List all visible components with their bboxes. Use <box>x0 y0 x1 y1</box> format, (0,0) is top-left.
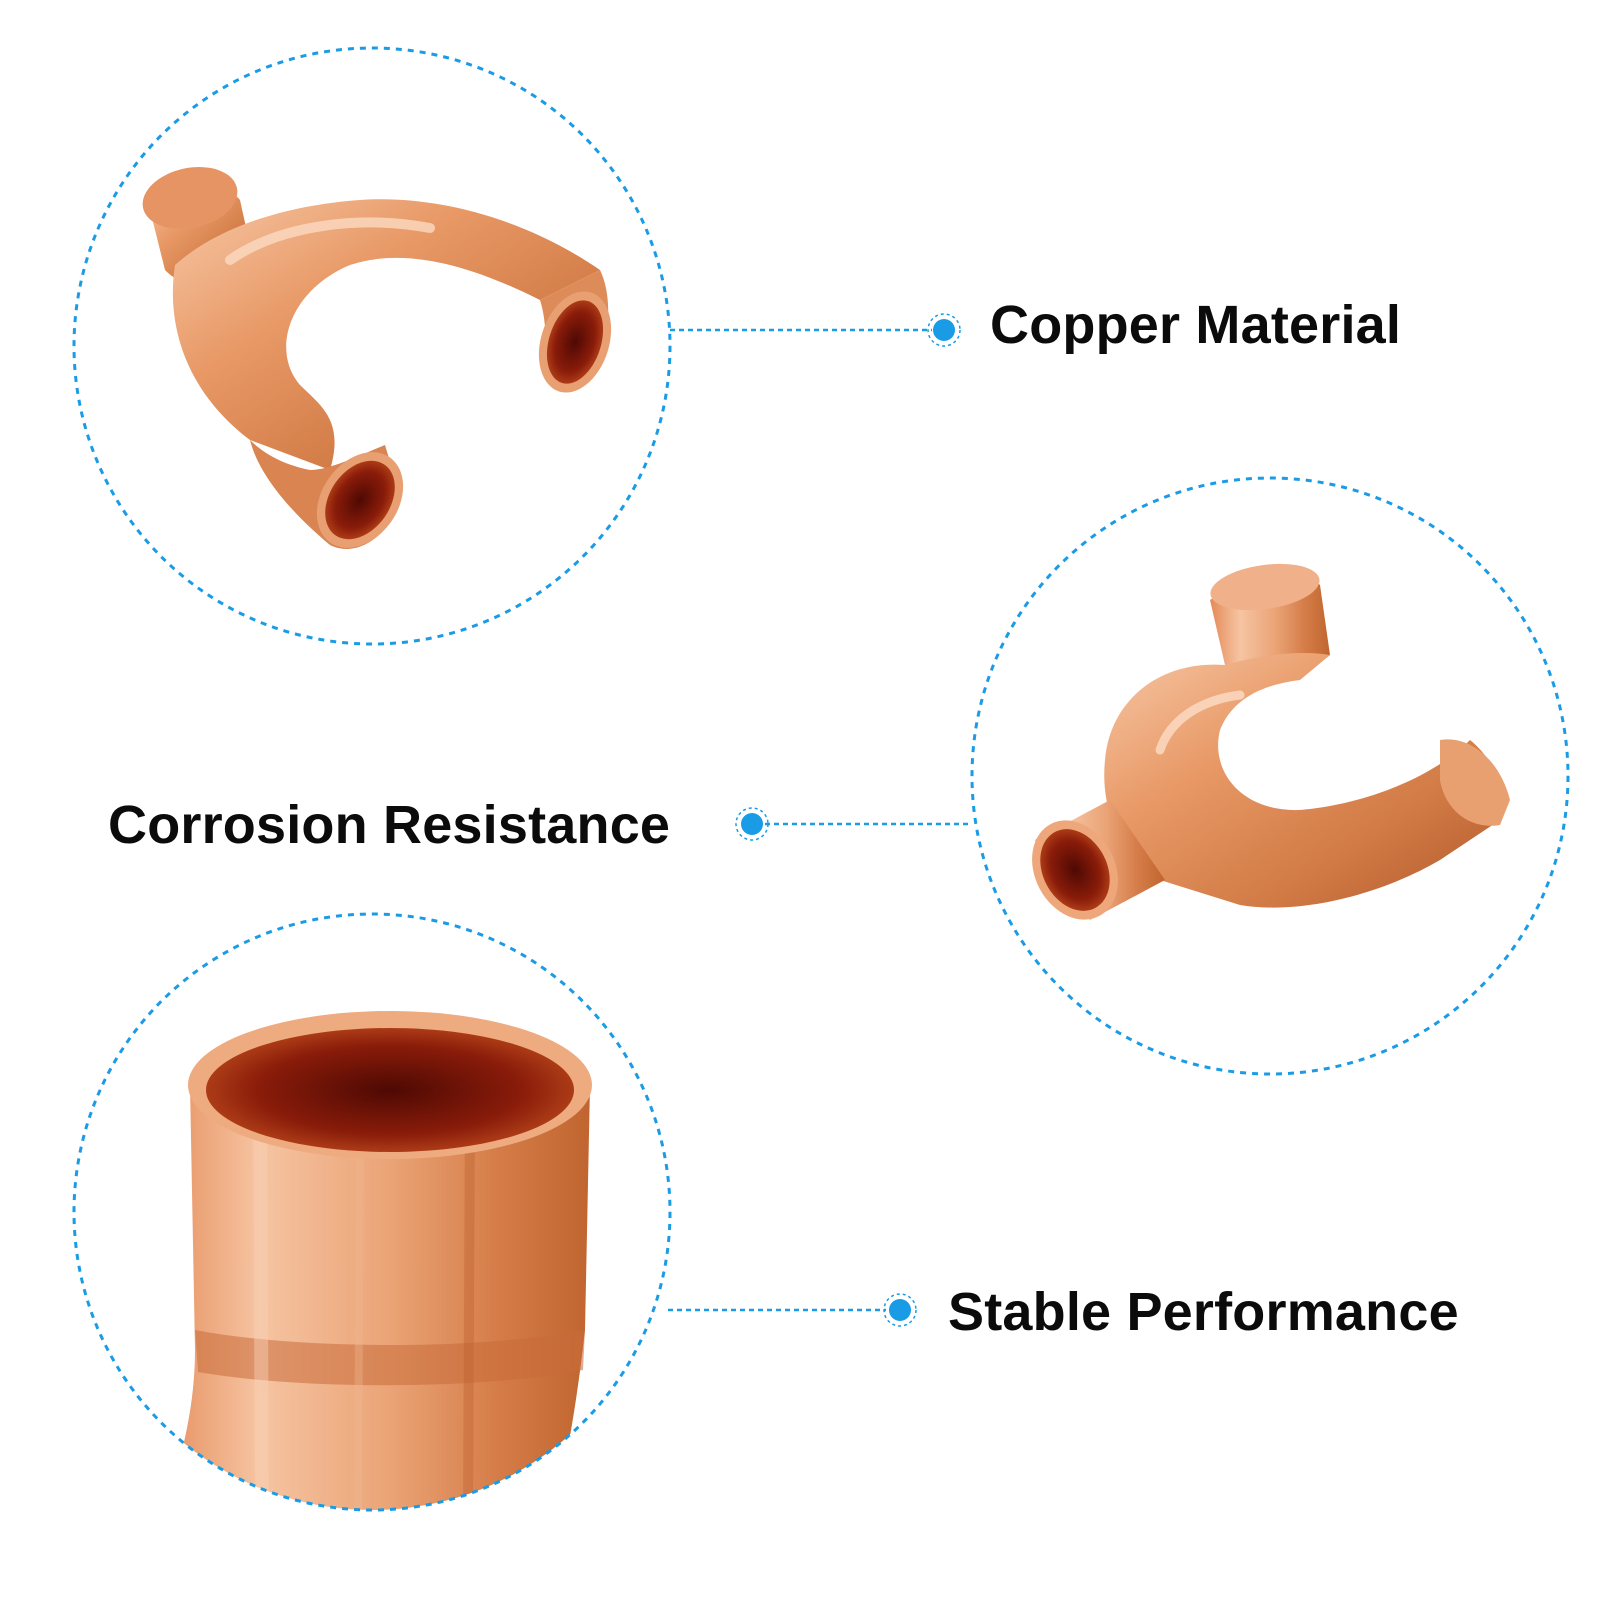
dashed-frame-top <box>72 46 672 646</box>
feature-label-corrosion-resistance: Corrosion Resistance <box>108 795 671 855</box>
product-view-top <box>72 46 672 646</box>
connector-dot-icon <box>735 807 769 841</box>
dashed-frame-bottom <box>72 912 672 1512</box>
feature-label-copper-material: Copper Material <box>990 295 1402 355</box>
dashed-frame-middle <box>970 476 1570 1076</box>
connector-corrosion-resistance <box>735 807 970 841</box>
product-view-middle <box>970 476 1570 1076</box>
feature-label-stable-performance: Stable Performance <box>948 1282 1459 1342</box>
connector-dot-icon <box>927 313 961 347</box>
connector-copper-material <box>670 313 961 347</box>
copper-y-fitting-image-2 <box>1032 563 1510 920</box>
product-view-bottom <box>72 912 672 1512</box>
connector-dot-icon <box>883 1293 917 1327</box>
copper-pipe-closeup-image <box>150 1011 592 1510</box>
copper-y-fitting-image-1 <box>142 167 612 549</box>
connector-stable-performance <box>668 1293 917 1327</box>
